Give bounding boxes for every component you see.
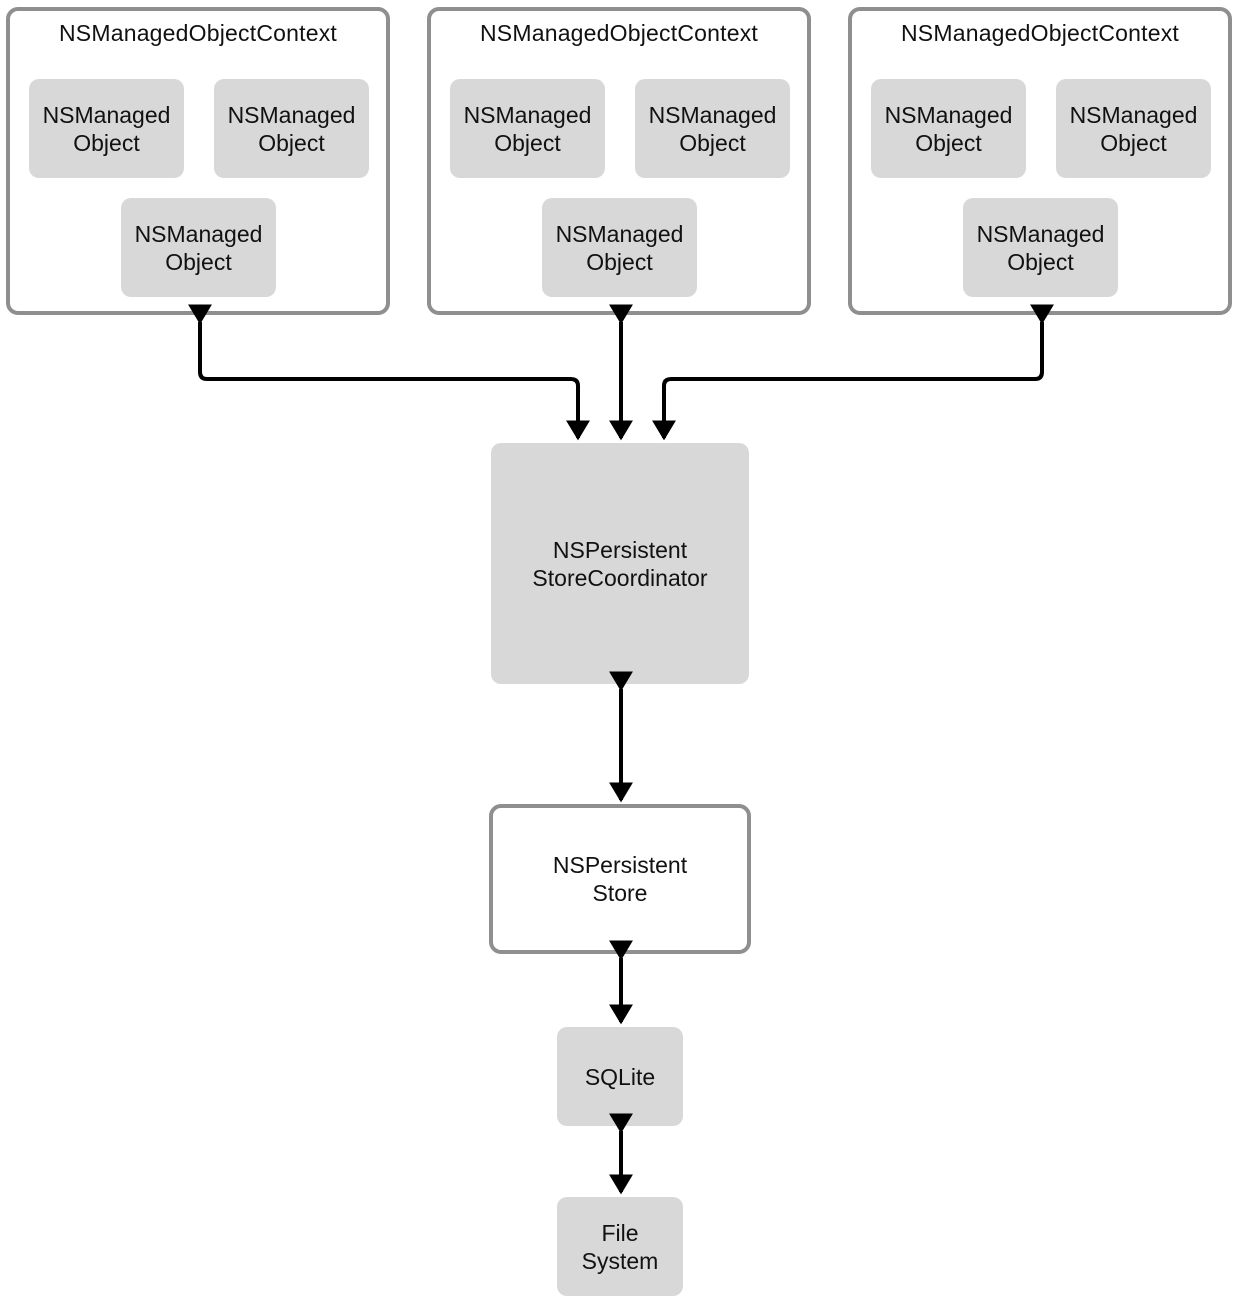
- managed-object: NSManaged Object: [29, 79, 184, 178]
- persistent-store: NSPersistent Store: [489, 804, 751, 954]
- sqlite-box: SQLite: [557, 1027, 683, 1126]
- arrow-context1-coordinator: [188, 304, 590, 441]
- managed-object-context-2: NSManagedObjectContext NSManaged Object …: [427, 7, 811, 315]
- managed-object: NSManaged Object: [871, 79, 1026, 178]
- managed-object: NSManaged Object: [450, 79, 605, 178]
- managed-object: NSManaged Object: [542, 198, 697, 297]
- managed-object: NSManaged Object: [121, 198, 276, 297]
- managed-object: NSManaged Object: [1056, 79, 1211, 178]
- managed-object-context-3: NSManagedObjectContext NSManaged Object …: [848, 7, 1232, 315]
- managed-object-context-1: NSManagedObjectContext NSManaged Object …: [6, 7, 390, 315]
- context-title: NSManagedObjectContext: [901, 20, 1179, 46]
- managed-object: NSManaged Object: [635, 79, 790, 178]
- context-title: NSManagedObjectContext: [59, 20, 337, 46]
- arrow-context3-coordinator: [652, 304, 1054, 441]
- persistent-store-coordinator: NSPersistent StoreCoordinator: [491, 443, 749, 684]
- file-system-box: File System: [557, 1197, 683, 1296]
- context-title: NSManagedObjectContext: [480, 20, 758, 46]
- managed-object: NSManaged Object: [214, 79, 369, 178]
- managed-object: NSManaged Object: [963, 198, 1118, 297]
